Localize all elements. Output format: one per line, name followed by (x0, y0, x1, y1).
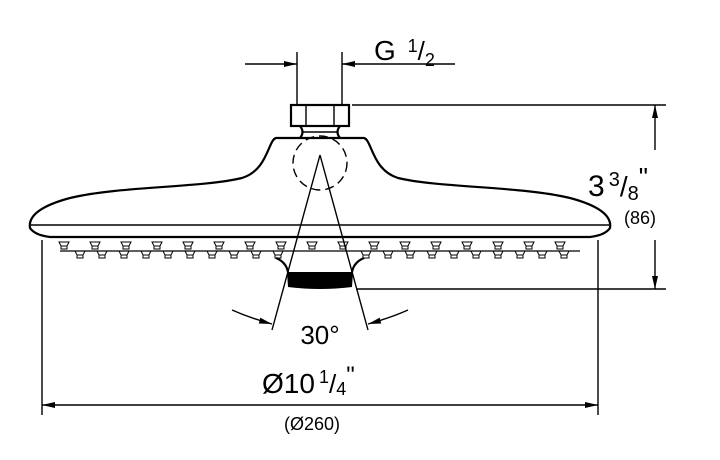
nozzle (360, 250, 372, 259)
nozzle (118, 250, 130, 259)
center-outlet (275, 256, 365, 289)
nozzle (184, 250, 196, 259)
shower-head-body (28, 135, 612, 239)
nozzle (228, 250, 240, 259)
nozzle (89, 241, 101, 250)
nozzle (492, 241, 504, 250)
nozzle (58, 241, 70, 250)
thread-dimension: G 1/2 (245, 35, 455, 70)
nozzle (337, 241, 349, 250)
spray-angle: 30° (231, 154, 409, 350)
nozzle (182, 241, 194, 250)
nozzle (404, 250, 416, 259)
nozzle (470, 250, 482, 259)
nozzle (206, 250, 218, 259)
nozzle (213, 241, 225, 250)
nozzle (151, 241, 163, 250)
nozzle (554, 241, 566, 250)
nozzle (306, 241, 318, 250)
nozzle (250, 250, 262, 259)
thread-label: G 1/2 (374, 35, 435, 70)
nozzle (514, 250, 526, 259)
nozzle-row (58, 241, 580, 259)
nozzle (492, 250, 504, 259)
nozzle (399, 241, 411, 250)
nozzle (275, 241, 287, 250)
nozzle (523, 241, 535, 250)
nozzle (368, 241, 380, 250)
nozzle (461, 241, 473, 250)
nozzle (74, 250, 86, 259)
diameter-metric-label: (Ø260) (284, 414, 340, 434)
nozzle (558, 250, 570, 259)
nozzle (382, 250, 394, 259)
nozzle (430, 241, 442, 250)
nozzle (536, 250, 548, 259)
angle-label: 30° (300, 320, 339, 350)
nozzle (244, 241, 256, 250)
nozzle (140, 250, 152, 259)
nozzle (120, 241, 132, 250)
nozzle (426, 250, 438, 259)
nozzle (162, 250, 174, 259)
nozzle (96, 250, 108, 259)
nozzle (272, 250, 284, 259)
height-metric-label: (86) (624, 208, 656, 228)
nut (289, 103, 351, 139)
nozzle (448, 250, 460, 259)
pipe (296, 52, 343, 105)
